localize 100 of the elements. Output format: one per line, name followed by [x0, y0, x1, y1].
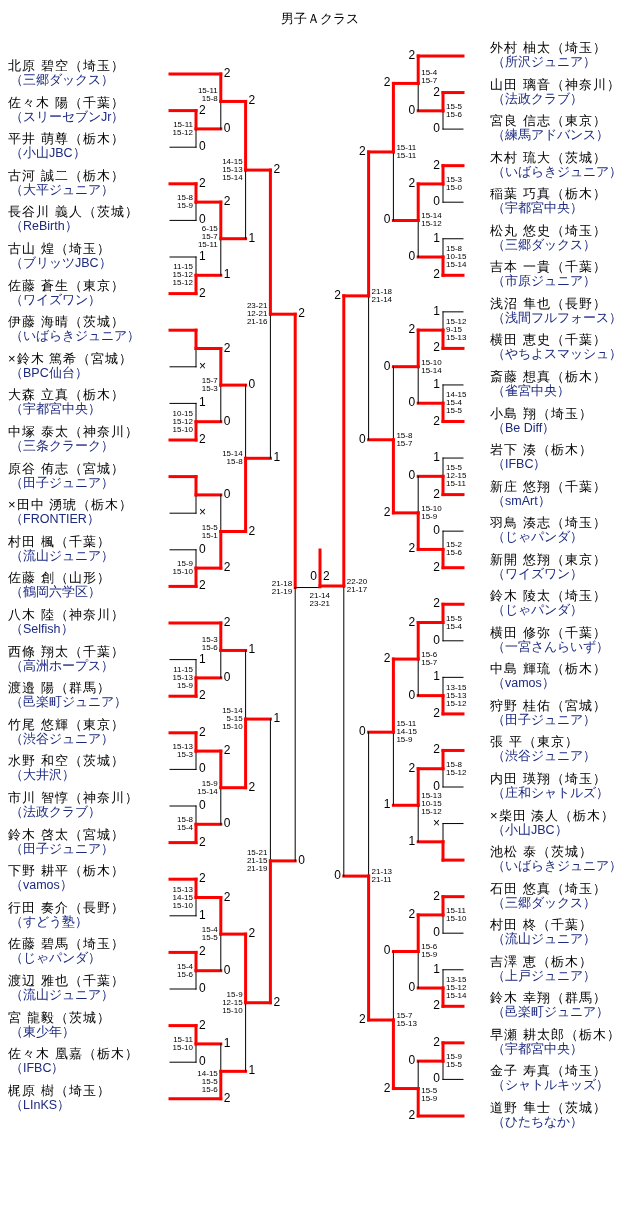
match-score: 0: [408, 395, 416, 410]
club-name: （シャトルキッズ）: [492, 1078, 609, 1093]
game-scores: 15-10 15-9: [421, 504, 443, 521]
game-scores: 21-18 21-14: [371, 287, 393, 304]
game-scores: 15-11 15-11: [396, 143, 418, 160]
game-scores: 15-14 15-8: [221, 450, 243, 467]
match-score: 0: [433, 121, 440, 136]
match-score: 0: [408, 687, 416, 702]
club-name: （三郷ダックス）: [10, 73, 114, 87]
club-name: （邑楽町ジュニア）: [10, 695, 127, 710]
game-scores: 10-15 15-12 15-10: [172, 409, 193, 434]
match-score: 1: [199, 651, 206, 666]
match-score: 1: [408, 833, 416, 848]
player-name: 羽鳥 湊志（埼玉）: [490, 515, 607, 531]
club-name: （庄和シャトルズ）: [492, 786, 609, 800]
game-scores: 14-15 15-13 15-14: [221, 158, 243, 183]
player-name: 横田 修弥（千葉）: [490, 624, 607, 640]
player-name: 行田 奏介（長野）: [8, 899, 125, 915]
match-score: 2: [273, 994, 281, 1009]
match-score: 0: [433, 632, 440, 647]
game-scores: 15-11 15-10: [172, 1035, 193, 1052]
club-name: （渋谷ジュニア）: [10, 731, 114, 746]
game-scores: 21-18 21-19: [271, 579, 293, 596]
match-score: 2: [223, 560, 231, 575]
player-name: 原谷 侑志（宮城）: [8, 460, 125, 476]
club-name: （IFBC）: [492, 457, 547, 472]
match-score: 2: [199, 688, 206, 703]
game-scores: 15-9 15-10: [172, 560, 193, 577]
player-name: 鈴木 陵太（埼玉）: [490, 588, 607, 604]
club-name: （vamos）: [492, 676, 555, 691]
game-scores: 15-7 15-13: [396, 1012, 418, 1028]
game-scores: 15-4 15-6: [176, 962, 193, 979]
match-score: 2: [433, 705, 440, 720]
match-score: 0: [433, 523, 440, 538]
game-scores: 13-15 15-13 15-12: [446, 683, 467, 708]
game-scores: 15-8 10-15 15-14: [446, 245, 467, 269]
game-scores: 14-15 15-5 15-6: [196, 1070, 218, 1095]
player-name: 北原 碧空（埼玉）: [8, 58, 125, 73]
club-name: （東少年）: [10, 1024, 75, 1039]
match-score: 0: [358, 431, 366, 446]
match-score: 2: [433, 742, 440, 757]
match-score: 2: [408, 175, 416, 190]
player-name: 宮 龍毅（茨城）: [8, 1009, 111, 1025]
player-name: 渡邉 陽（群馬）: [8, 680, 111, 696]
player-name: 松丸 悠史（埼玉）: [490, 222, 607, 238]
club-name: （流山ジュニア）: [10, 548, 114, 563]
club-name: （田子ジュニア）: [492, 712, 596, 727]
player-name: 小島 翔（埼玉）: [490, 405, 593, 421]
match-score: 2: [408, 48, 416, 62]
club-name: （Be Diff）: [492, 420, 556, 435]
game-scores: 15-8 15-7: [396, 431, 414, 448]
player-name: 佐々木 凰嘉（栃木）: [8, 1046, 139, 1062]
game-scores: 15-5 12-15 15-11: [446, 464, 467, 489]
club-name: （vamos）: [10, 878, 73, 893]
club-name: （LInKS）: [10, 1097, 71, 1112]
club-name: （小山JBC）: [10, 146, 86, 161]
match-score: 2: [199, 724, 206, 739]
club-name: （いばらきジュニア）: [10, 329, 140, 344]
match-score: 2: [199, 175, 206, 190]
club-name: （三郷ダックス）: [492, 237, 596, 252]
club-name: （流山ジュニア）: [492, 932, 596, 947]
club-name: （いばらきジュニア）: [492, 859, 622, 874]
game-scores: 15-5 15-4: [446, 614, 463, 631]
match-score: 2: [383, 1080, 391, 1095]
game-scores: 15-14 15-12: [421, 212, 443, 229]
match-score: 1: [433, 303, 440, 318]
player-name: 張 平（東京）: [490, 734, 579, 750]
match-score: 0: [223, 120, 231, 135]
match-score: 2: [273, 162, 281, 177]
match-score: 2: [358, 1012, 366, 1026]
player-name: 佐藤 創（山形）: [8, 570, 111, 586]
game-scores: 15-7 15-3: [200, 377, 218, 394]
game-scores: 15-14 5-15 15-10: [221, 707, 243, 732]
player-name: 早瀬 耕太郎（栃木）: [490, 1026, 621, 1042]
match-score: 0: [408, 1053, 416, 1068]
match-score: 1: [433, 376, 440, 391]
player-name: 佐々木 陽（千葉）: [8, 94, 125, 110]
game-scores: 14-15 15-4 15-5: [446, 391, 467, 416]
player-name: 中塚 泰太（神奈川）: [8, 424, 139, 439]
game-scores: 15-5 15-9: [421, 1087, 439, 1104]
match-score: 1: [433, 230, 440, 245]
match-score: 2: [248, 523, 256, 538]
match-score: 2: [433, 157, 440, 172]
match-score: 2: [433, 998, 440, 1013]
match-score: 2: [199, 871, 206, 886]
player-name: 鈴木 啓太（宮城）: [8, 826, 125, 842]
club-name: （スリーセブンJr）: [10, 109, 125, 124]
player-name: 宮良 信志（東京）: [490, 113, 607, 129]
match-score: 2: [323, 568, 330, 583]
player-name: 渡辺 雅也（千葉）: [8, 973, 125, 988]
player-name: 内田 瑛翔（埼玉）: [490, 771, 607, 786]
club-name: （BPC仙台）: [10, 365, 88, 380]
match-score: 0: [433, 925, 440, 940]
match-score: 2: [433, 596, 440, 611]
match-score: 0: [433, 194, 440, 209]
match-score: 2: [199, 285, 206, 300]
club-name: （雀宮中央）: [492, 383, 570, 398]
match-score: 1: [223, 267, 231, 282]
match-score: 2: [383, 651, 391, 666]
club-name: （大井沢）: [10, 768, 75, 783]
